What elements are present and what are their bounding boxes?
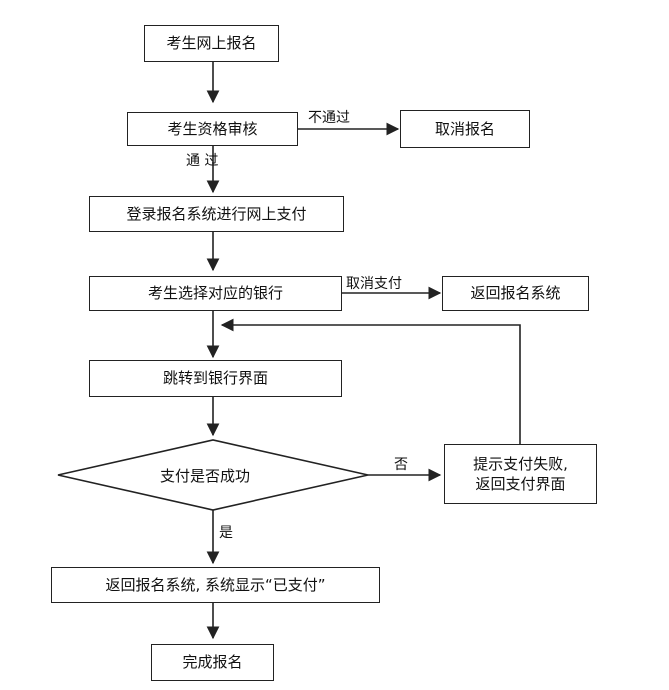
node-login-pay: 登录报名系统进行网上支付 [89, 196, 344, 232]
node-review: 考生资格审核 [127, 112, 298, 146]
loop-fail-to-bankpage [220, 318, 521, 445]
node-bank-page: 跳转到银行界面 [89, 360, 342, 397]
node-choose-bank: 考生选择对应的银行 [89, 276, 342, 311]
fail-line-1: 提示支付失败, [473, 454, 568, 473]
edge-label-no: 否 [394, 457, 408, 473]
edge-label-not-pass: 不通过 [308, 110, 350, 126]
edge-label-cancel-pay: 取消支付 [346, 276, 402, 292]
edge-label-pass: 通 过 [186, 153, 219, 169]
decision-label: 支付是否成功 [160, 467, 251, 485]
node-cancel-registration: 取消报名 [400, 110, 530, 148]
edge-label-yes: 是 [219, 525, 233, 541]
node-payment-failed: 提示支付失败, 返回支付界面 [444, 444, 597, 504]
node-return-system: 返回报名系统 [442, 276, 589, 311]
node-done: 完成报名 [151, 644, 274, 681]
decision-diamond [57, 439, 369, 511]
node-show-paid: 返回报名系统, 系统显示“已支付” [51, 567, 380, 603]
fail-line-2: 返回支付界面 [475, 475, 566, 493]
node-register: 考生网上报名 [144, 25, 279, 62]
